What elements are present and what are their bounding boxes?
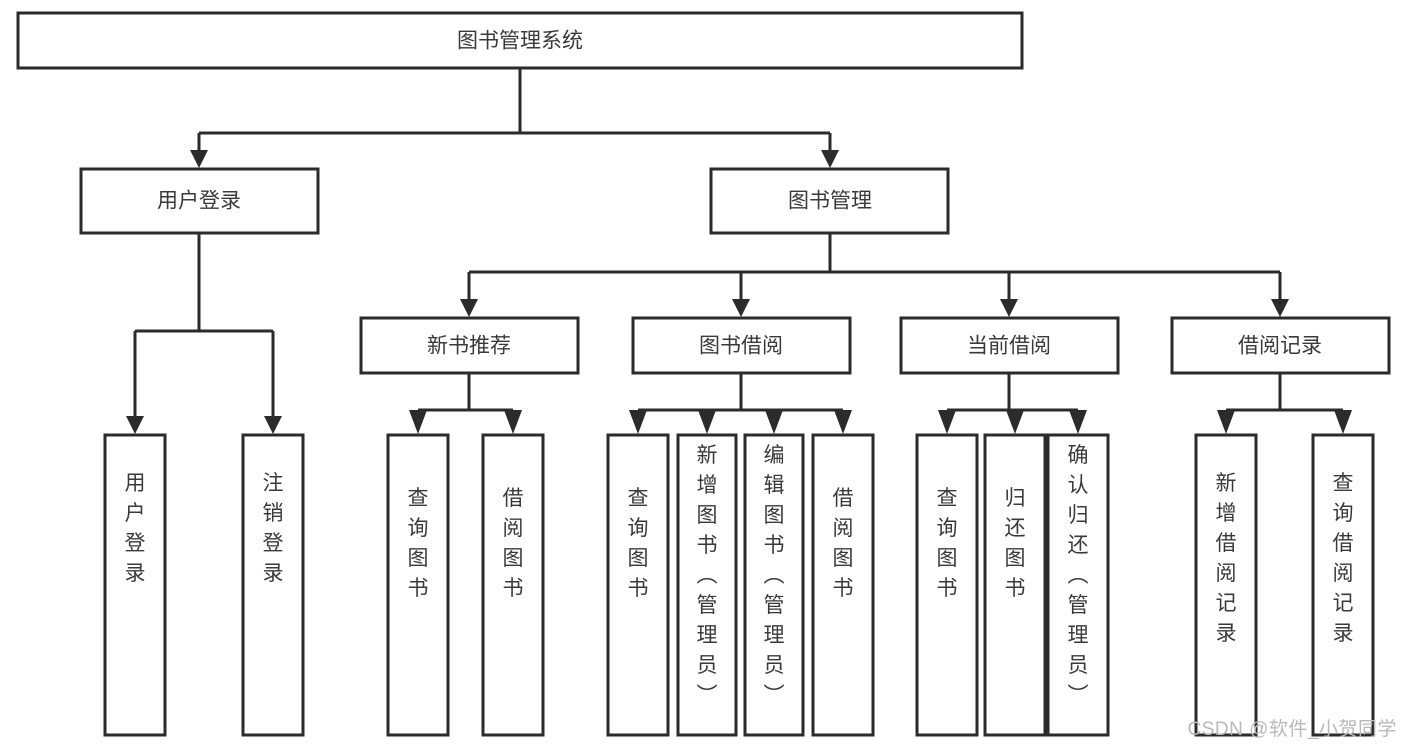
node-current-borrow-box[interactable] [899,316,1120,375]
leaf-query-borrow-record-label: 查询借阅记录 [1333,472,1354,645]
leaf-query-book-recommend[interactable]: 查询图书 [386,433,450,737]
leaf-logout[interactable]: 注销登录 [241,433,305,737]
leaf-borrow-book-recommend-box[interactable] [481,433,545,737]
connector-group-borrow [629,373,852,434]
arrow-user-login-d2 [264,416,282,434]
node-new-book-recommend-box[interactable] [359,316,580,375]
node-new-book-recommend[interactable]: 新书推荐 [359,316,580,375]
arrow-nb-d1 [409,410,427,434]
leaf-return-book-label: 归还图书 [1005,487,1026,600]
leaf-query-book-borrow[interactable]: 查询图书 [606,433,670,737]
arrow-bo-d3 [765,410,783,434]
leaf-user-login-label: 用户登录 [125,472,146,585]
leaf-query-book-borrow-box[interactable] [606,433,670,737]
arrow-root-to-book-mgmt [821,150,839,168]
arrow-user-login-d1 [126,416,144,434]
leaf-add-book-admin[interactable]: 新增图书︵管理员︶ [676,433,738,737]
leaf-confirm-return-admin-label: 确认归还︵管理员︶ [1068,444,1089,707]
leaf-add-borrow-record-label: 新增借阅记录 [1216,472,1237,645]
node-root-system-box[interactable] [16,11,1024,70]
leaf-query-book-current[interactable]: 查询图书 [915,433,979,737]
connector-group-current [938,373,1087,434]
leaf-query-book-recommend-box[interactable] [386,433,450,737]
leaf-user-login-box[interactable] [103,433,167,737]
node-book-management-label: 图书管理 [788,190,872,213]
leaf-edit-book-admin[interactable]: 编辑图书︵管理员︶ [743,433,805,737]
connector-group-record [1217,373,1352,434]
connector-group-root [190,68,839,168]
leaf-borrow-book-recommend-label: 借阅图书 [503,487,524,600]
csdn-watermark: CSDN @软件_小贺同学 [1187,719,1397,740]
leaf-query-book-recommend-label: 查询图书 [408,487,429,600]
node-root-system-label: 图书管理系统 [457,30,583,53]
connector-group-new-book [409,373,522,434]
leaf-borrow-book-box[interactable] [811,433,875,737]
leaf-borrow-book-recommend[interactable]: 借阅图书 [481,433,545,737]
node-borrow-record[interactable]: 借阅记录 [1170,316,1391,375]
node-borrow-record-label: 借阅记录 [1238,335,1322,358]
arrow-cu-d2 [1006,410,1024,434]
arrow-bm-to-record [1271,299,1289,317]
connector-group-user-login [126,233,282,434]
leaf-logout-label: 注销登录 [263,472,284,585]
arrow-re-d2 [1334,410,1352,434]
leaf-return-book-box[interactable] [983,433,1047,737]
connector-group-book-mgmt [460,233,1289,317]
node-current-borrow-label: 当前借阅 [967,335,1051,358]
arrow-bm-to-new-book [460,299,478,317]
node-book-borrow-box[interactable] [631,316,852,375]
leaf-query-book-borrow-label: 查询图书 [628,487,649,600]
node-book-borrow-label: 图书借阅 [699,335,783,358]
node-root-system[interactable]: 图书管理系统 [16,11,1024,70]
leaf-edit-book-admin-box[interactable] [743,433,805,737]
leaf-add-book-admin-label: 新增图书︵管理员︶ [697,444,718,707]
arrow-bo-d2 [698,410,716,434]
arrow-root-to-user-login [190,150,208,168]
leaf-confirm-return-admin-box[interactable] [1046,433,1110,737]
leaf-query-book-current-box[interactable] [915,433,979,737]
leaf-add-borrow-record[interactable]: 新增借阅记录 [1194,433,1258,737]
leaf-logout-box[interactable] [241,433,305,737]
node-book-borrow[interactable]: 图书借阅 [631,316,852,375]
leaf-add-book-admin-box[interactable] [676,433,738,737]
arrow-bo-d4 [834,410,852,434]
node-user-login[interactable]: 用户登录 [79,167,320,235]
leaf-borrow-book[interactable]: 借阅图书 [811,433,875,737]
node-book-management-box[interactable] [709,167,950,235]
node-user-login-box[interactable] [79,167,320,235]
leaf-add-borrow-record-box[interactable] [1194,433,1258,737]
leaf-confirm-return-admin[interactable]: 确认归还︵管理员︶ [1046,433,1110,737]
leaf-borrow-book-label: 借阅图书 [833,487,854,600]
arrow-bm-to-current [1000,299,1018,317]
arrow-cu-d1 [938,410,956,434]
arrow-bo-d1 [629,410,647,434]
arrow-nb-d2 [504,410,522,434]
arrow-bm-to-borrow [732,299,750,317]
node-new-book-recommend-label: 新书推荐 [427,335,511,358]
node-current-borrow[interactable]: 当前借阅 [899,316,1120,375]
leaf-query-book-current-label: 查询图书 [937,487,958,600]
node-book-management[interactable]: 图书管理 [709,167,950,235]
node-borrow-record-box[interactable] [1170,316,1391,375]
leaf-query-borrow-record-box[interactable] [1311,433,1375,737]
leaf-query-borrow-record[interactable]: 查询借阅记录 [1311,433,1375,737]
arrow-cu-d3 [1069,410,1087,434]
node-user-login-label: 用户登录 [157,190,241,213]
leaf-return-book[interactable]: 归还图书 [983,433,1047,737]
leaf-user-login[interactable]: 用户登录 [103,433,167,737]
leaf-edit-book-admin-label: 编辑图书︵管理员︶ [764,444,785,707]
arrow-re-d1 [1217,410,1235,434]
